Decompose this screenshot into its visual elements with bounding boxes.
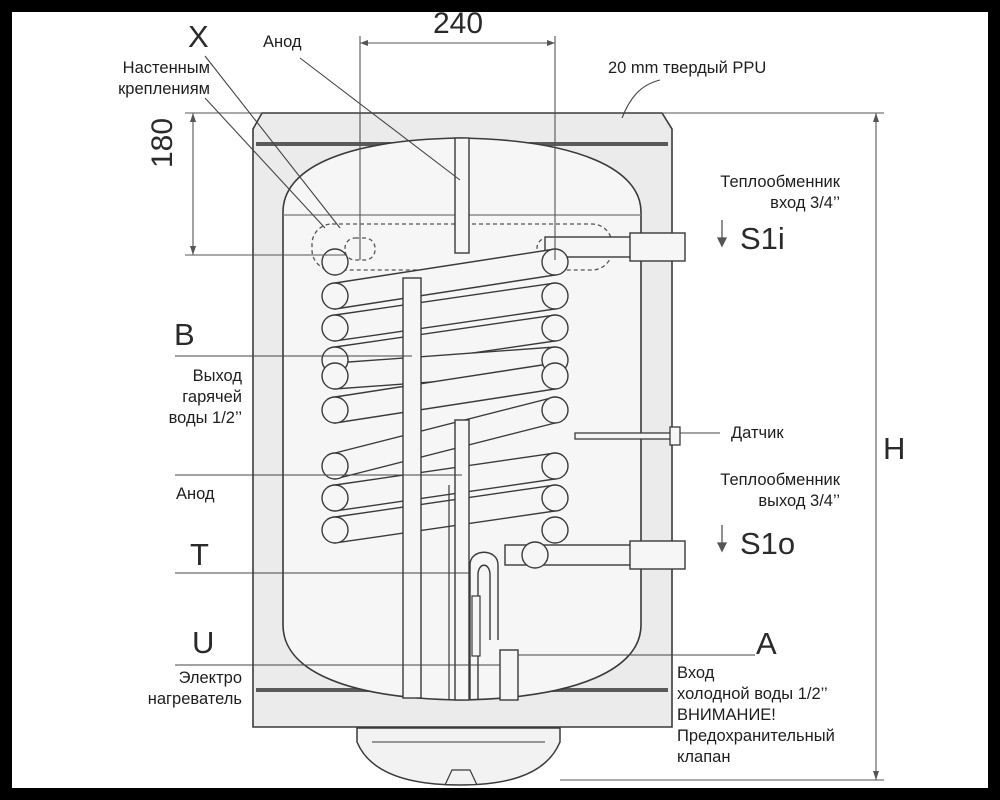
label-wall-mount-line2: креплениям (118, 80, 210, 98)
label-cold-in-line3: ВНИМАНИЕ! (677, 706, 776, 724)
coil-ring (541, 516, 569, 544)
label-cold-in-line2: холодной воды 1/2’’ (677, 685, 828, 703)
heating-element-bar (471, 595, 481, 657)
coil-ring (541, 362, 569, 390)
label-hx-in-line1: Теплообменник (720, 173, 840, 191)
label-t: T (190, 537, 209, 572)
label-hot-out-line3: воды 1/2’’ (168, 409, 242, 427)
label-a: A (756, 626, 777, 661)
coil-ring (521, 541, 549, 569)
label-hot-out-line1: Выход (192, 367, 242, 385)
label-wall-mount-line1: Настенным (122, 59, 210, 77)
label-hx-in: Теплообменник вход 3/4’’ (668, 172, 840, 214)
coil-ring (321, 282, 349, 310)
coil-ring (321, 314, 349, 342)
label-wall-mount: Настенным креплениям (88, 58, 210, 100)
label-cold-in: Вход холодной воды 1/2’’ ВНИМАНИЕ! Предо… (677, 663, 835, 768)
coil-ring (541, 484, 569, 512)
coil-ring (321, 362, 349, 390)
label-dim-240: 240 (433, 7, 484, 40)
label-anode-mid: Анод (176, 485, 215, 503)
coil-ring (541, 396, 569, 424)
label-s1i: S1i (740, 221, 785, 256)
coil-ring (541, 452, 569, 480)
label-u: U (192, 625, 215, 660)
label-cold-in-line4: Предохранительный (677, 727, 835, 745)
label-hx-in-line2: вход 3/4’’ (770, 194, 840, 212)
label-hot-out: Выход гарячей воды 1/2’’ (140, 366, 242, 429)
label-hx-out-line1: Теплообменник (720, 471, 840, 489)
coil-ring (321, 516, 349, 544)
label-cold-in-line1: Вход (677, 664, 715, 682)
label-electro-line1: Электро (178, 669, 242, 687)
label-b: B (174, 317, 195, 352)
leader-lines (175, 55, 755, 666)
coil-ring (321, 396, 349, 424)
label-dim-180: 180 (146, 117, 179, 168)
cold-water-inlet (499, 649, 519, 701)
temperature-sensor (574, 426, 681, 446)
coil-ring (321, 484, 349, 512)
hot-water-pipe (402, 277, 422, 699)
heating-element (469, 551, 499, 700)
label-x: X (188, 19, 209, 54)
hx-inlet-pipe (544, 232, 686, 262)
label-electro: Электро нагреватель (118, 668, 242, 710)
dimension-lines (185, 36, 884, 781)
top-anode (454, 137, 470, 254)
dimension-arrows (190, 40, 879, 780)
flow-arrows (716, 220, 728, 553)
label-hx-out: Теплообменник выход 3/4’’ (668, 470, 840, 512)
label-insulation: 20 mm твердый PPU (608, 59, 767, 77)
label-cold-in-line5: клапан (677, 748, 731, 766)
coil-ring (321, 248, 349, 276)
coil-ring (541, 314, 569, 342)
label-hot-out-line2: гарячей (182, 388, 242, 406)
label-anode-top: Анод (263, 33, 302, 51)
mid-anode (454, 419, 470, 701)
label-hx-out-line2: выход 3/4’’ (758, 492, 840, 510)
heat-exchanger-coil (321, 248, 569, 569)
coil-ring (321, 452, 349, 480)
label-sensor: Датчик (731, 424, 784, 442)
label-s1o: S1o (740, 526, 796, 561)
label-h: H (883, 431, 906, 466)
label-electro-line2: нагреватель (147, 690, 242, 708)
coil-ring (541, 282, 569, 310)
